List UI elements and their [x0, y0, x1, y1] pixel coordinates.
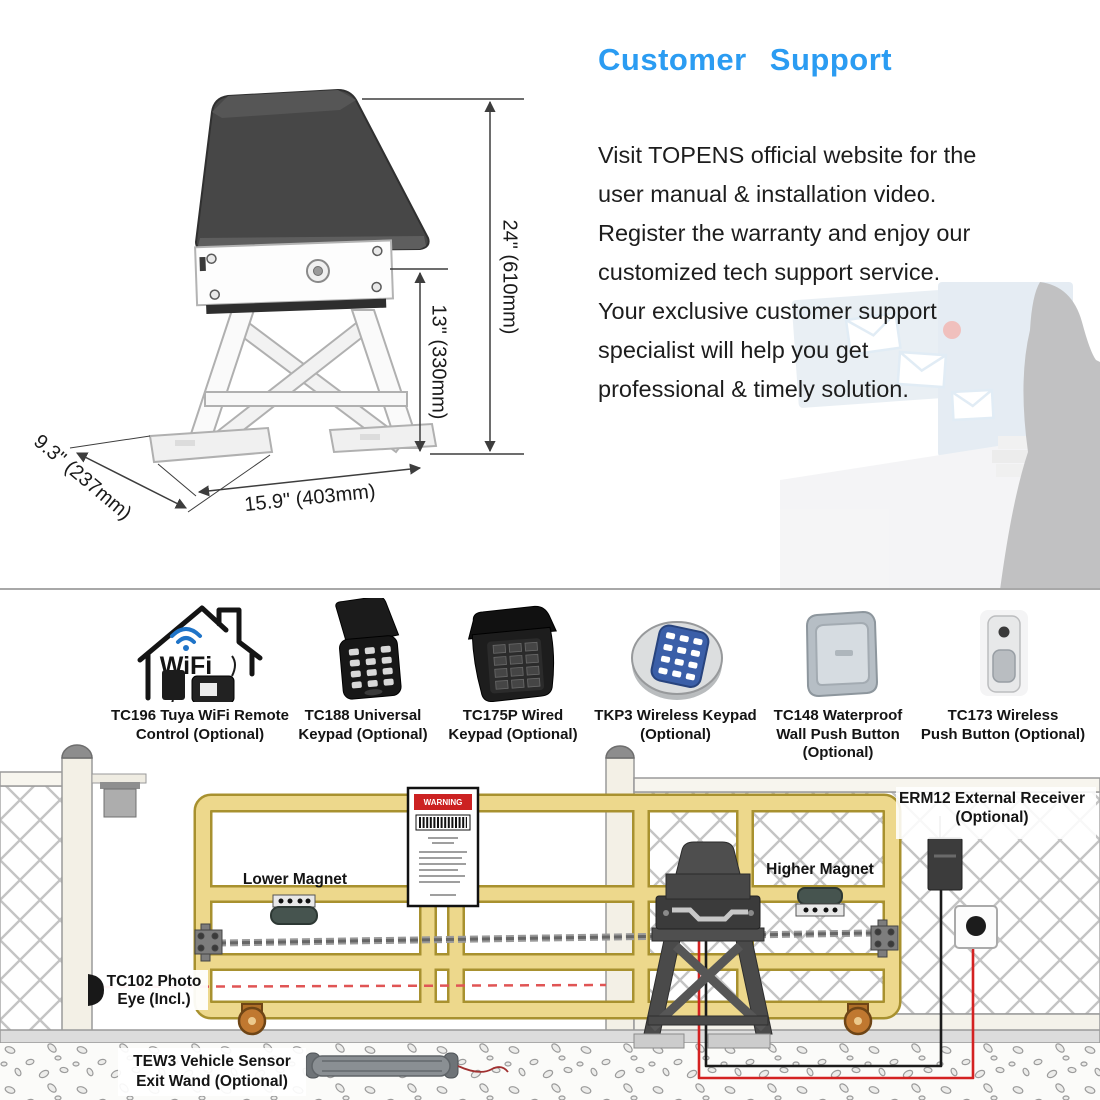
- erm12-label-line2: (Optional): [955, 809, 1028, 826]
- wall-push-button-icon: [805, 610, 879, 698]
- wired-keypad-icon: [467, 605, 557, 702]
- top-section-art: 24" (610mm) 13" (330mm) 15.9" (403mm) 9.…: [29, 88, 1100, 590]
- release-lever: [672, 907, 748, 922]
- exit-wand-label-line2: Exit Wand (Optional): [136, 1073, 288, 1090]
- post-cap: [61, 744, 93, 759]
- customer-support-paragraph: Visit TOPENS official website for the us…: [598, 136, 976, 409]
- envelope-icon: [896, 350, 948, 389]
- chain-tensioner: [870, 919, 899, 958]
- paragraph-line: Visit TOPENS official website for the: [598, 142, 977, 168]
- opener-body: [665, 873, 751, 900]
- higher-magnet-label: Higher Magnet: [766, 861, 874, 878]
- left-gate-post: [61, 744, 93, 1033]
- concrete-pad: [707, 1033, 771, 1049]
- paragraph-line: Your exclusive customer support: [598, 298, 937, 324]
- customer-support-heading: Customer Support: [598, 42, 893, 77]
- photo-eye-label-bg: [104, 970, 208, 1010]
- envelope-icon: [950, 388, 995, 422]
- fence-top-device: [91, 773, 147, 818]
- dimension-bracket-height: 13" (330mm): [428, 305, 450, 420]
- drive-chain: [194, 919, 899, 962]
- gate-opener-product-image: 24" (610mm) 13" (330mm) 15.9" (403mm) 9.…: [29, 88, 524, 525]
- gate-wheel: [843, 1003, 873, 1036]
- flip-keypad-icon: [335, 598, 402, 700]
- accessory-tkp3: TKP3 Wireless Keypad(Optional): [588, 598, 763, 744]
- opener-cover: [675, 841, 741, 875]
- concrete-pad: [633, 1033, 685, 1049]
- monitor-shape: [938, 282, 1073, 457]
- paragraph-line: user manual & installation video.: [598, 181, 937, 207]
- warning-placard: WARNING: [406, 786, 480, 908]
- post-cap: [605, 745, 635, 759]
- paragraph-line: specialist will help you get: [598, 337, 869, 363]
- power-wire: [697, 935, 975, 1080]
- photo-red-dot: [943, 321, 961, 339]
- paragraph-line: professional & timely solution.: [598, 376, 909, 402]
- paragraph-line: customized tech support service.: [598, 259, 941, 285]
- wifi-remote-control-icon: WiFi: [137, 605, 263, 702]
- left-fence-section: [0, 771, 65, 1033]
- power-outlet: [954, 905, 998, 949]
- photo-eye-device: [88, 974, 104, 1006]
- warning-text: WARNING: [424, 798, 463, 807]
- section-divider: [0, 588, 1100, 590]
- exit-wand-label-line1: TEW3 Vehicle Sensor: [133, 1053, 291, 1070]
- lower-magnet-label: Lower Magnet: [243, 871, 347, 888]
- installation-diagram: Lower Magnet Higher Magnet WARNING: [0, 744, 1100, 1100]
- lower-magnet: [270, 894, 318, 925]
- ground-rail: [0, 1029, 1100, 1044]
- higher-magnet: [795, 887, 845, 917]
- exit-wand-label-bg: [118, 1048, 306, 1096]
- gate-wheel: [237, 1003, 267, 1036]
- accessory-label: TKP3 Wireless Keypad(Optional): [594, 707, 757, 743]
- wand-wire: [457, 1065, 509, 1073]
- paragraph-line: Register the warranty and enjoy our: [598, 220, 971, 246]
- chain-tensioner: [194, 923, 223, 962]
- erm12-receiver: [927, 837, 963, 891]
- wifi-plug-adapter: [162, 670, 185, 700]
- round-wireless-keypad-icon: [630, 621, 723, 700]
- dimension-depth: 9.3" (237mm): [29, 430, 135, 524]
- dimension-width: 15.9" (403mm): [243, 480, 376, 516]
- desk-shape: [780, 430, 1100, 590]
- dimension-lines: [69, 98, 524, 513]
- mount-plate: [194, 239, 395, 314]
- receiver-wire: [704, 888, 943, 1068]
- gate-opener-unit: [633, 841, 773, 1049]
- support-photo-backdrop: [780, 282, 1100, 590]
- erm12-label-bg: [896, 787, 1096, 839]
- photo-eye-label-line2: Eye (Incl.): [117, 991, 190, 1008]
- dimension-height: 24" (610mm): [499, 220, 521, 335]
- envelope-icon: [844, 311, 902, 357]
- person-silhouette: [1000, 282, 1100, 590]
- photo-eye-label-line1: TC102 Photo: [107, 973, 202, 990]
- monitor-shape: [791, 290, 949, 408]
- erm12-label-line1: ERM12 External Receiver: [899, 790, 1085, 807]
- wireless-push-button-icon: [980, 610, 1028, 696]
